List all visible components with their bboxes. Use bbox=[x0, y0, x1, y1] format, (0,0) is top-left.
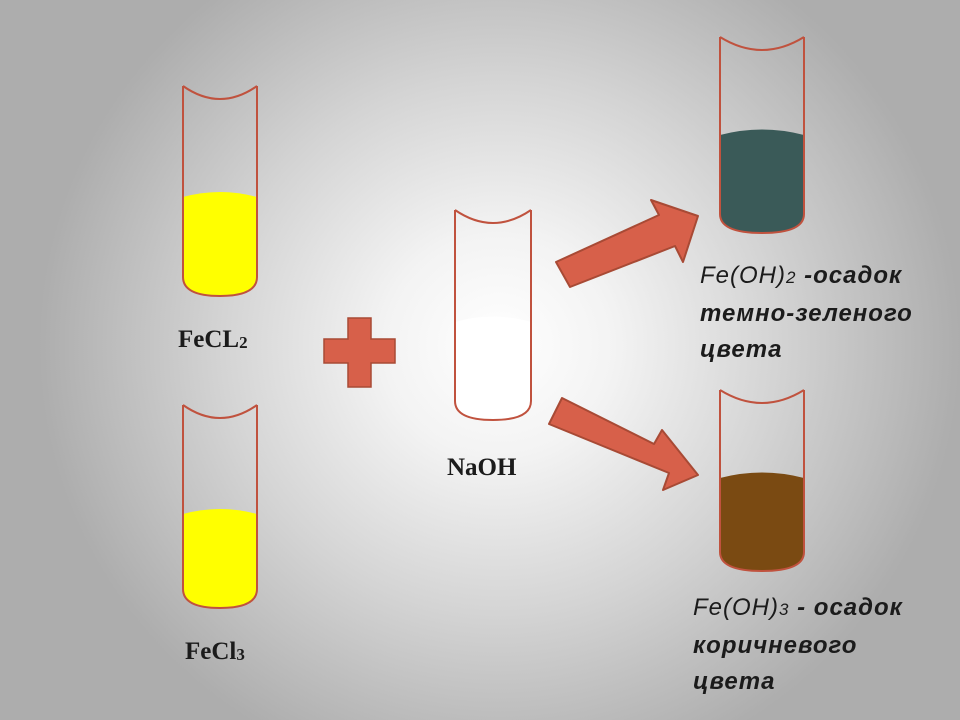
feoh2-line-3: цвета bbox=[700, 336, 783, 363]
tube-fecl2-rim bbox=[182, 85, 258, 100]
tube-fecl3-liquid bbox=[183, 509, 257, 608]
plus-icon bbox=[323, 317, 396, 388]
tube-naoh-glass bbox=[454, 210, 532, 422]
feoh2-description: Fe(OH)2 -осадок темно-зеленого цвета bbox=[700, 258, 913, 368]
tube-feoh2-glass bbox=[719, 37, 805, 235]
test-tube-fecl2 bbox=[182, 85, 258, 298]
feoh2-line-1: Fe(OH)2 -осадок bbox=[700, 262, 903, 289]
tube-fecl3-glass bbox=[182, 405, 258, 610]
tube-feoh2-rim bbox=[719, 36, 805, 51]
test-tube-fecl3 bbox=[182, 404, 258, 610]
tube-fecl3-rim bbox=[182, 404, 258, 419]
tube-naoh-rim bbox=[454, 209, 532, 224]
naoh-label: NaOH bbox=[447, 454, 517, 481]
feoh3-line-1: Fe(OH)3 - осадок bbox=[693, 594, 903, 621]
feoh3-line-3: цвета bbox=[693, 668, 776, 695]
arrow-up-right-icon bbox=[555, 199, 699, 288]
test-tube-feoh3 bbox=[719, 389, 805, 573]
feoh3-description: Fe(OH)3 - осадок коричневого цвета bbox=[693, 590, 903, 700]
test-tube-naoh bbox=[454, 209, 532, 422]
tube-feoh3-rim bbox=[719, 389, 805, 404]
test-tube-feoh2 bbox=[719, 36, 805, 235]
tube-naoh-liquid bbox=[455, 316, 531, 420]
tube-feoh2-liquid bbox=[720, 129, 804, 233]
tube-fecl2-glass bbox=[182, 86, 258, 298]
arrow-down-right-icon bbox=[548, 397, 699, 491]
tube-fecl2-liquid bbox=[183, 192, 257, 296]
fecl3-label: FeCl3 bbox=[185, 638, 245, 665]
tube-feoh3-glass bbox=[719, 390, 805, 573]
feoh3-line-2: коричневого bbox=[693, 632, 858, 659]
fecl2-label: FeCL2 bbox=[178, 326, 248, 353]
tube-feoh3-liquid bbox=[720, 472, 804, 571]
feoh2-line-2: темно-зеленого bbox=[700, 300, 913, 327]
